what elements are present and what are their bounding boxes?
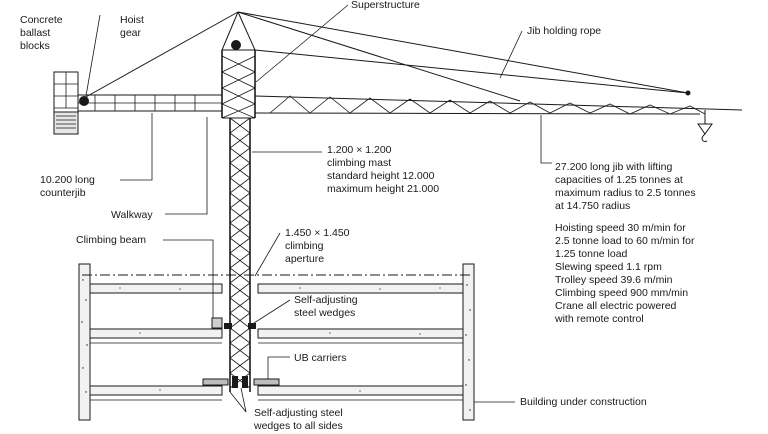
label-crane-specs: Hoisting speed 30 m/min for 2.5 tonne lo…	[554, 222, 697, 325]
label-wedges-all-sides: Self-adjusting steel wedges to all sides	[253, 407, 346, 432]
label-jib-holding-rope: Jib holding rope	[527, 25, 601, 37]
ub-carriers	[202, 378, 280, 386]
label-superstructure: Superstructure	[351, 0, 420, 11]
label-self-adjusting-wedges: Self-adjusting steel wedges	[294, 294, 361, 319]
label-walkway: Walkway	[111, 209, 153, 221]
leader-lines	[85, 4, 552, 413]
label-hoist-gear: Hoist gear	[120, 14, 147, 39]
label-climbing-beam: Climbing beam	[76, 234, 146, 246]
climbing-mast	[224, 117, 256, 392]
jib-holding-ropes	[83, 11, 689, 102]
label-counterjib: 10.200 long counterjib	[40, 174, 98, 199]
label-climbing-mast: 1.200 × 1.200 climbing mast standard hei…	[327, 144, 439, 195]
climbing-beam	[211, 317, 223, 329]
hoist-gear	[79, 96, 89, 106]
label-ub-carriers: UB carriers	[294, 352, 347, 364]
label-ballast-blocks: Concrete ballast blocks	[20, 14, 66, 52]
building-structure	[78, 263, 475, 421]
label-building-under-construction: Building under construction	[520, 396, 647, 408]
counterweight-ballast	[53, 71, 79, 135]
label-jib-capacity: 27.200 long jib with lifting capacities …	[555, 161, 699, 212]
counterjib	[77, 94, 223, 112]
jib	[254, 90, 743, 142]
label-climbing-aperture: 1.450 × 1.450 climbing aperture	[285, 227, 352, 265]
superstructure	[221, 11, 256, 119]
